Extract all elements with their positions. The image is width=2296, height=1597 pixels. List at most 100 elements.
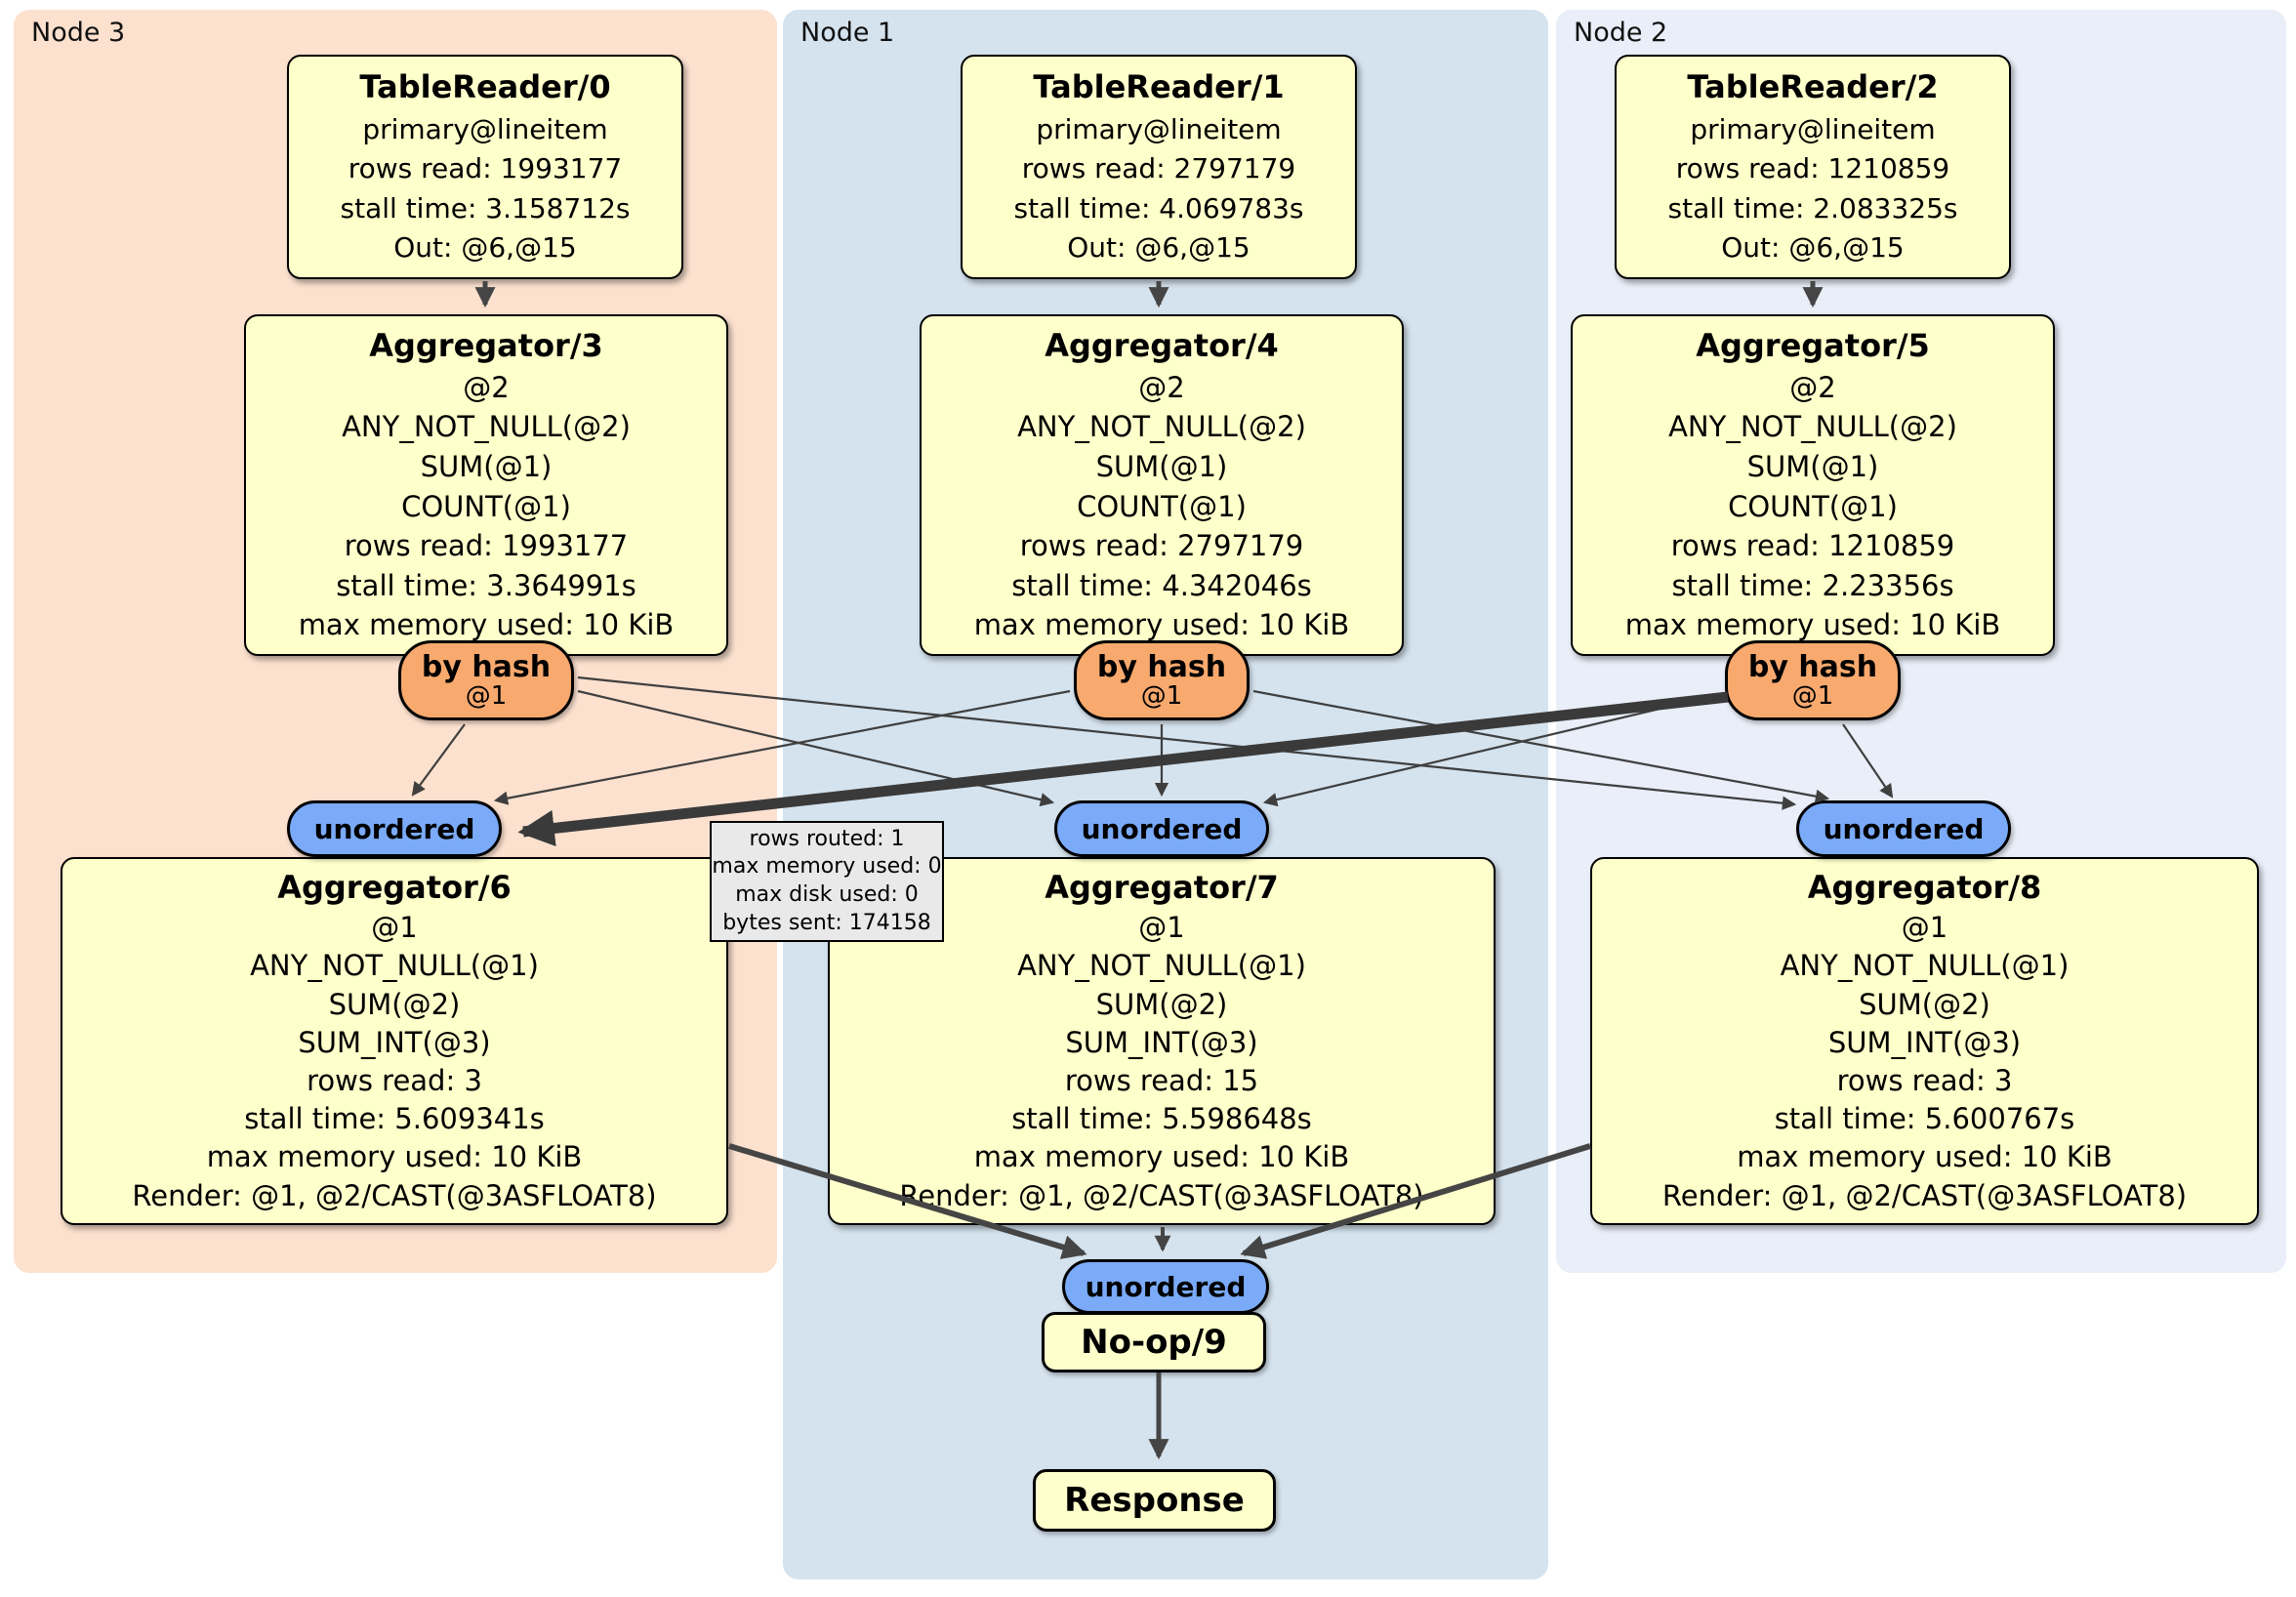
box-line: stall time: 2.083325s xyxy=(1667,191,1958,225)
unordered-sync-1[interactable]: unordered xyxy=(1054,800,1269,857)
tooltip-line: max memory used: 0 xyxy=(712,854,942,880)
box-line: rows read: 3 xyxy=(307,1064,482,1098)
router-column: @1 xyxy=(1140,680,1183,711)
hash-router-1[interactable]: by hash @1 xyxy=(1074,640,1250,720)
box-line: primary@lineitem xyxy=(1690,112,1936,145)
box-line: ANY_NOT_NULL(@2) xyxy=(1017,410,1306,444)
box-title: Response xyxy=(1064,1481,1245,1520)
box-line: rows read: 15 xyxy=(1064,1064,1259,1098)
box-line: SUM_INT(@3) xyxy=(1827,1025,2022,1059)
router-column: @1 xyxy=(465,680,508,711)
router-title: by hash xyxy=(421,649,552,684)
router-title: by hash xyxy=(1747,649,1878,684)
sync-label: unordered xyxy=(313,812,475,845)
tablereader-0-box: TableReader/0 primary@lineitem rows read… xyxy=(287,55,683,279)
noop-box: No-op/9 xyxy=(1042,1312,1266,1372)
box-line: SUM(@2) xyxy=(1859,987,1990,1021)
box-title: Aggregator/8 xyxy=(1807,868,2042,906)
node3-label: Node 3 xyxy=(31,18,126,48)
box-line: rows read: 1210859 xyxy=(1670,529,1955,563)
box-line: @2 xyxy=(1789,370,1836,404)
sync-label: unordered xyxy=(1085,1270,1247,1303)
hash-router-0[interactable]: by hash @1 xyxy=(398,640,574,720)
router-title: by hash xyxy=(1096,649,1227,684)
box-title: Aggregator/6 xyxy=(277,868,512,906)
box-line: Render: @1, @2/CAST(@3ASFLOAT8) xyxy=(132,1178,657,1212)
box-line: Out: @6,@15 xyxy=(393,231,577,265)
node2-label: Node 2 xyxy=(1574,18,1668,48)
box-line: Render: @1, @2/CAST(@3ASFLOAT8) xyxy=(1661,1178,2188,1212)
aggregator-8-box: Aggregator/8 @1 ANY_NOT_NULL(@1) SUM(@2)… xyxy=(1590,857,2259,1225)
box-line: stall time: 4.342046s xyxy=(1011,568,1312,602)
box-line: stall time: 3.158712s xyxy=(340,191,631,225)
tablereader-2-box: TableReader/2 primary@lineitem rows read… xyxy=(1615,55,2011,279)
box-line: @2 xyxy=(1138,370,1185,404)
node1-label: Node 1 xyxy=(800,18,895,48)
box-line: max memory used: 10 KiB xyxy=(973,608,1350,642)
aggregator-5-box: Aggregator/5 @2 ANY_NOT_NULL(@2) SUM(@1)… xyxy=(1571,314,2055,656)
hash-router-2[interactable]: by hash @1 xyxy=(1725,640,1901,720)
box-line: max memory used: 10 KiB xyxy=(1624,608,2001,642)
box-title: TableReader/0 xyxy=(359,68,611,106)
box-line: ANY_NOT_NULL(@1) xyxy=(1780,949,2070,983)
unordered-sync-0[interactable]: unordered xyxy=(287,800,502,857)
box-line: ANY_NOT_NULL(@2) xyxy=(1668,410,1957,444)
aggregator-6-box: Aggregator/6 @1 ANY_NOT_NULL(@1) SUM(@2)… xyxy=(61,857,728,1225)
box-line: ANY_NOT_NULL(@1) xyxy=(250,949,539,983)
box-title: Aggregator/3 xyxy=(369,327,603,365)
box-line: SUM_INT(@3) xyxy=(1065,1025,1258,1059)
box-line: stall time: 2.23356s xyxy=(1671,568,1954,602)
tablereader-1-box: TableReader/1 primary@lineitem rows read… xyxy=(961,55,1357,279)
box-line: max memory used: 10 KiB xyxy=(206,1140,583,1174)
tooltip-line: rows routed: 1 xyxy=(749,826,905,851)
box-title: Aggregator/4 xyxy=(1045,327,1279,365)
box-line: SUM(@1) xyxy=(1746,450,1879,484)
box-line: rows read: 1993177 xyxy=(344,529,629,563)
final-unordered-sync[interactable]: unordered xyxy=(1062,1259,1269,1314)
box-line: SUM_INT(@3) xyxy=(298,1025,491,1059)
box-line: COUNT(@1) xyxy=(1077,489,1247,523)
box-title: TableReader/2 xyxy=(1687,68,1939,106)
response-box: Response xyxy=(1033,1469,1276,1532)
box-line: @1 xyxy=(371,911,418,945)
tooltip-line: max disk used: 0 xyxy=(735,882,919,908)
sync-label: unordered xyxy=(1823,812,1985,845)
box-line: ANY_NOT_NULL(@1) xyxy=(1017,949,1306,983)
box-line: SUM(@1) xyxy=(1095,450,1228,484)
box-line: rows read: 2797179 xyxy=(1021,152,1296,185)
box-title: Aggregator/7 xyxy=(1045,868,1279,906)
box-line: Out: @6,@15 xyxy=(1067,231,1250,265)
edge-stats-tooltip: rows routed: 1 max memory used: 0 max di… xyxy=(710,821,944,942)
aggregator-4-box: Aggregator/4 @2 ANY_NOT_NULL(@2) SUM(@1)… xyxy=(920,314,1404,656)
box-line: rows read: 1210859 xyxy=(1675,152,1950,185)
box-line: stall time: 5.598648s xyxy=(1011,1102,1312,1136)
box-line: primary@lineitem xyxy=(362,112,608,145)
box-line: stall time: 3.364991s xyxy=(336,568,636,602)
box-line: SUM(@1) xyxy=(420,450,553,484)
box-title: Aggregator/5 xyxy=(1696,327,1930,365)
router-column: @1 xyxy=(1791,680,1834,711)
box-line: rows read: 1993177 xyxy=(348,152,623,185)
box-line: Render: @1, @2/CAST(@3ASFLOAT8) xyxy=(899,1178,1424,1212)
box-line: ANY_NOT_NULL(@2) xyxy=(342,410,631,444)
unordered-sync-2[interactable]: unordered xyxy=(1796,800,2011,857)
box-line: rows read: 2797179 xyxy=(1019,529,1304,563)
box-line: primary@lineitem xyxy=(1036,112,1282,145)
box-line: max memory used: 10 KiB xyxy=(973,1140,1350,1174)
tooltip-line: bytes sent: 174158 xyxy=(722,911,931,936)
box-line: @1 xyxy=(1138,911,1185,945)
box-line: @2 xyxy=(463,370,510,404)
box-title: No-op/9 xyxy=(1081,1323,1227,1362)
box-line: COUNT(@1) xyxy=(401,489,571,523)
aggregator-3-box: Aggregator/3 @2 ANY_NOT_NULL(@2) SUM(@1)… xyxy=(244,314,728,656)
box-line: max memory used: 10 KiB xyxy=(1737,1140,2112,1174)
box-line: COUNT(@1) xyxy=(1728,489,1898,523)
box-line: SUM(@2) xyxy=(1095,987,1228,1021)
box-line: stall time: 5.600767s xyxy=(1774,1102,2075,1136)
box-line: max memory used: 10 KiB xyxy=(298,608,675,642)
box-line: stall time: 5.609341s xyxy=(244,1102,545,1136)
box-title: TableReader/1 xyxy=(1033,68,1285,106)
box-line: @1 xyxy=(1901,911,1948,945)
box-line: SUM(@2) xyxy=(328,987,461,1021)
